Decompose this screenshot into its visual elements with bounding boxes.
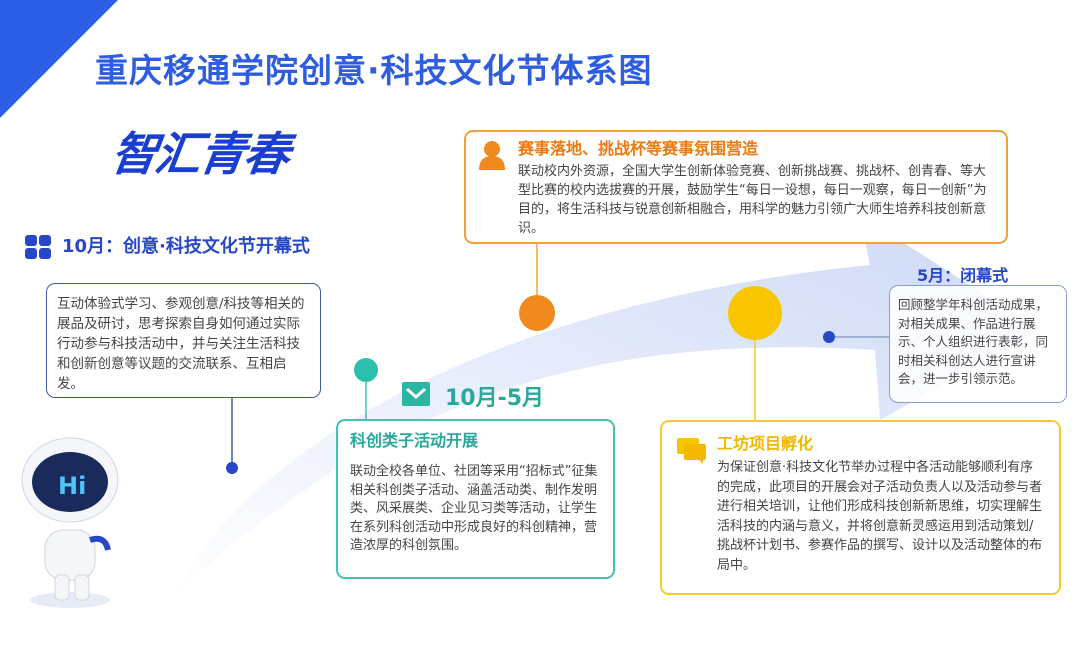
workshop-title: 工坊项目孵化 bbox=[717, 434, 814, 453]
timeline-dot-workshop bbox=[728, 286, 782, 340]
workshop-description: 为保证创意·科技文化节举办过程中各活动能够顺利有序的完成，此项目的开展会对子活动… bbox=[717, 460, 1043, 573]
period-card: 科创类子活动开展 联动全校各单位、社团等采用“招标式”征集相关科创类子活动、涵盖… bbox=[336, 419, 615, 579]
workshop-card: 工坊项目孵化 为保证创意·科技文化节举办过程中各活动能够顺利有序的完成，此项目的… bbox=[660, 420, 1061, 595]
robot-mascot-icon: Hi bbox=[21, 437, 119, 608]
competition-card: 赛事落地、挑战杯等赛事氛围营造 联动校内外资源，全国大学生创新体验竞赛、创新挑战… bbox=[464, 130, 1008, 244]
competition-title: 赛事落地、挑战杯等赛事氛围营造 bbox=[518, 139, 759, 158]
timeline-arrow bbox=[170, 215, 1040, 600]
person-icon bbox=[479, 141, 505, 170]
period-title: 科创类子活动开展 bbox=[350, 431, 479, 450]
period-description: 联动全校各单位、社团等采用“招标式”征集相关科创类子活动、涵盖活动类、制作发明类… bbox=[350, 464, 598, 553]
opening-card: 互动体验式学习、参观创意/科技等相关的展品及研讨，思考探索自身如何通过实际行动参… bbox=[46, 283, 321, 398]
chat-bubbles-icon bbox=[677, 438, 706, 464]
page-title: 重庆移通学院创意·科技文化节体系图 bbox=[95, 51, 653, 90]
zhihui-qingchun-logo: 智汇青春 bbox=[107, 127, 292, 181]
closing-description: 回顾整学年科创活动成果，对相关成果、作品进行展示、个人组织进行表彰，同时相关科创… bbox=[898, 297, 1049, 386]
timeline-dot-period bbox=[354, 358, 378, 382]
grid-icon bbox=[25, 235, 51, 259]
svg-text:Hi: Hi bbox=[58, 472, 86, 500]
closing-card: 回顾整学年科创活动成果，对相关成果、作品进行展示、个人组织进行表彰，同时相关科创… bbox=[889, 285, 1067, 403]
mail-icon bbox=[402, 382, 430, 406]
timeline-dot-competition bbox=[519, 295, 555, 331]
timeline-dot-closing bbox=[823, 331, 835, 343]
timeline-dot-opening bbox=[226, 462, 238, 474]
closing-heading: 5月：闭幕式 bbox=[917, 266, 1009, 285]
period-label: 10月-5月 bbox=[445, 386, 545, 411]
corner-triangle bbox=[0, 0, 118, 118]
opening-description: 互动体验式学习、参观创意/科技等相关的展品及研讨，思考探索自身如何通过实际行动参… bbox=[57, 296, 305, 392]
competition-description: 联动校内外资源，全国大学生创新体验竞赛、创新挑战赛、挑战杯、创青春、等大型比赛的… bbox=[518, 164, 987, 236]
opening-heading: 10月：创意·科技文化节开幕式 bbox=[62, 236, 310, 257]
